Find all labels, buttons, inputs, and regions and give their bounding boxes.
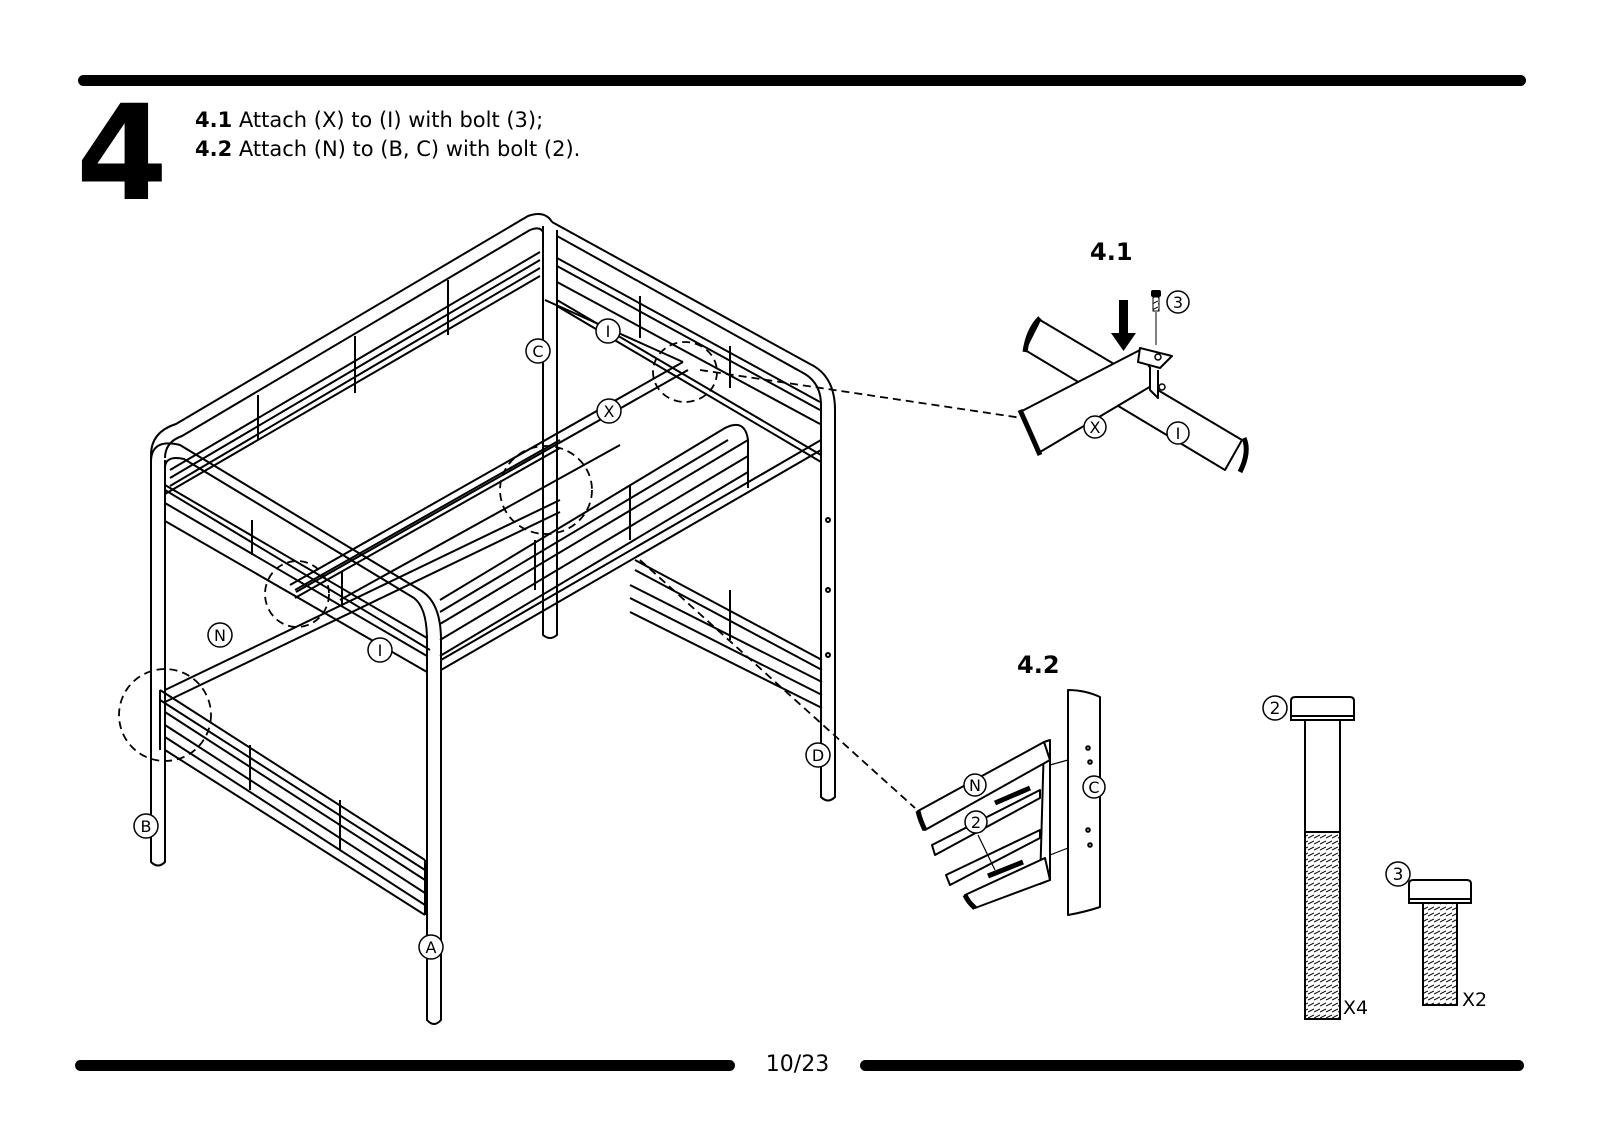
leader-line-4-2: [639, 559, 916, 809]
label-text: 2: [971, 813, 981, 832]
bed-frame-drawing: [118, 213, 1023, 1025]
detail-4-1: 4.1 3: [1017, 238, 1249, 474]
label-text: B: [141, 817, 152, 836]
bolt-2-detail-icon: [977, 785, 1031, 879]
post-a: [426, 640, 442, 1025]
post-d: [820, 405, 836, 802]
post-b: [150, 455, 166, 867]
rail-n: [164, 499, 561, 703]
step-number: 4: [76, 77, 168, 231]
top-divider: [78, 75, 1526, 86]
label-text: X: [1090, 418, 1101, 437]
label-text: I: [378, 641, 383, 660]
bottom-divider-right: [860, 1060, 1524, 1071]
label-text: I: [606, 322, 611, 341]
label-text: N: [969, 776, 981, 795]
part-label-a: A: [418, 934, 444, 960]
instruction-4-1: 4.1 Attach (X) to (I) with bolt (3);: [195, 108, 543, 133]
label-text: D: [812, 746, 824, 765]
bolt-3-small-icon: [1151, 290, 1161, 345]
bolt-3-icon: [1408, 879, 1472, 1006]
page-number: 10/23: [765, 1052, 830, 1077]
label-text: 3: [1393, 865, 1404, 885]
part-label-n: N: [207, 622, 233, 648]
instruction-4-2: 4.2 Attach (N) to (B, C) with bolt (2).: [195, 137, 580, 162]
detail-4-2: 4.2 N 2: [915, 651, 1106, 916]
post-c: [542, 226, 558, 639]
label-text: 3: [1173, 293, 1183, 312]
hardware-bolt-3: 3 X2: [1385, 861, 1487, 1011]
upper-bed-frame: [164, 299, 822, 671]
detail-label-c: C: [1082, 775, 1106, 799]
left-guardrail: [150, 213, 553, 495]
label-text: X: [604, 402, 615, 421]
instruction-text: Attach (X) to (I) with bolt (3);: [238, 108, 544, 132]
bolt-3-quantity: X2: [1462, 989, 1487, 1011]
down-arrow-icon: [1111, 300, 1136, 351]
detail-label-n: N: [963, 773, 987, 797]
detail-circle-4-2: [118, 668, 212, 762]
bottom-divider-left: [75, 1060, 735, 1071]
detail-circle-left: [264, 560, 330, 628]
part-label-x: X: [596, 398, 622, 424]
instruction-text: Attach (N) to (B, C) with bolt (2).: [238, 137, 581, 161]
detail-circle-center: [499, 445, 593, 535]
right-guardrail: [551, 221, 836, 425]
bolt-2-icon: [1290, 696, 1355, 1020]
instruction-number: 4.2: [195, 137, 233, 161]
label-text: A: [426, 938, 437, 957]
label-text: 2: [1270, 699, 1281, 719]
label-text: C: [1088, 778, 1099, 797]
detail-title: 4.1: [1090, 238, 1133, 266]
hardware-label-3-small: 3: [1166, 290, 1190, 314]
front-guardrail: [150, 442, 442, 673]
instruction-number: 4.1: [195, 108, 233, 132]
detail-title: 4.2: [1017, 651, 1060, 679]
hardware-label-2-detail: 2: [964, 810, 988, 834]
part-label-i-front: I: [367, 637, 393, 663]
detail-label-i: I: [1166, 421, 1190, 445]
part-label-c: C: [525, 338, 551, 364]
part-label-b: B: [133, 813, 159, 839]
label-text: C: [532, 342, 543, 361]
label-text: I: [1176, 424, 1181, 443]
label-text: N: [214, 626, 226, 645]
leader-line-4-1: [699, 369, 1023, 419]
part-label-d: D: [805, 742, 831, 768]
hardware-bolt-2: 2 X4: [1262, 695, 1368, 1020]
part-label-i-back: I: [595, 318, 621, 344]
hardware-label-2: 2: [1262, 695, 1288, 721]
lower-back-guardrail: [629, 559, 823, 709]
lower-guardrail: [159, 689, 426, 916]
detail-label-x: X: [1083, 415, 1107, 439]
hardware-label-3: 3: [1385, 861, 1411, 887]
bolt-2-quantity: X4: [1343, 997, 1368, 1019]
middle-guardrail: [439, 424, 749, 657]
